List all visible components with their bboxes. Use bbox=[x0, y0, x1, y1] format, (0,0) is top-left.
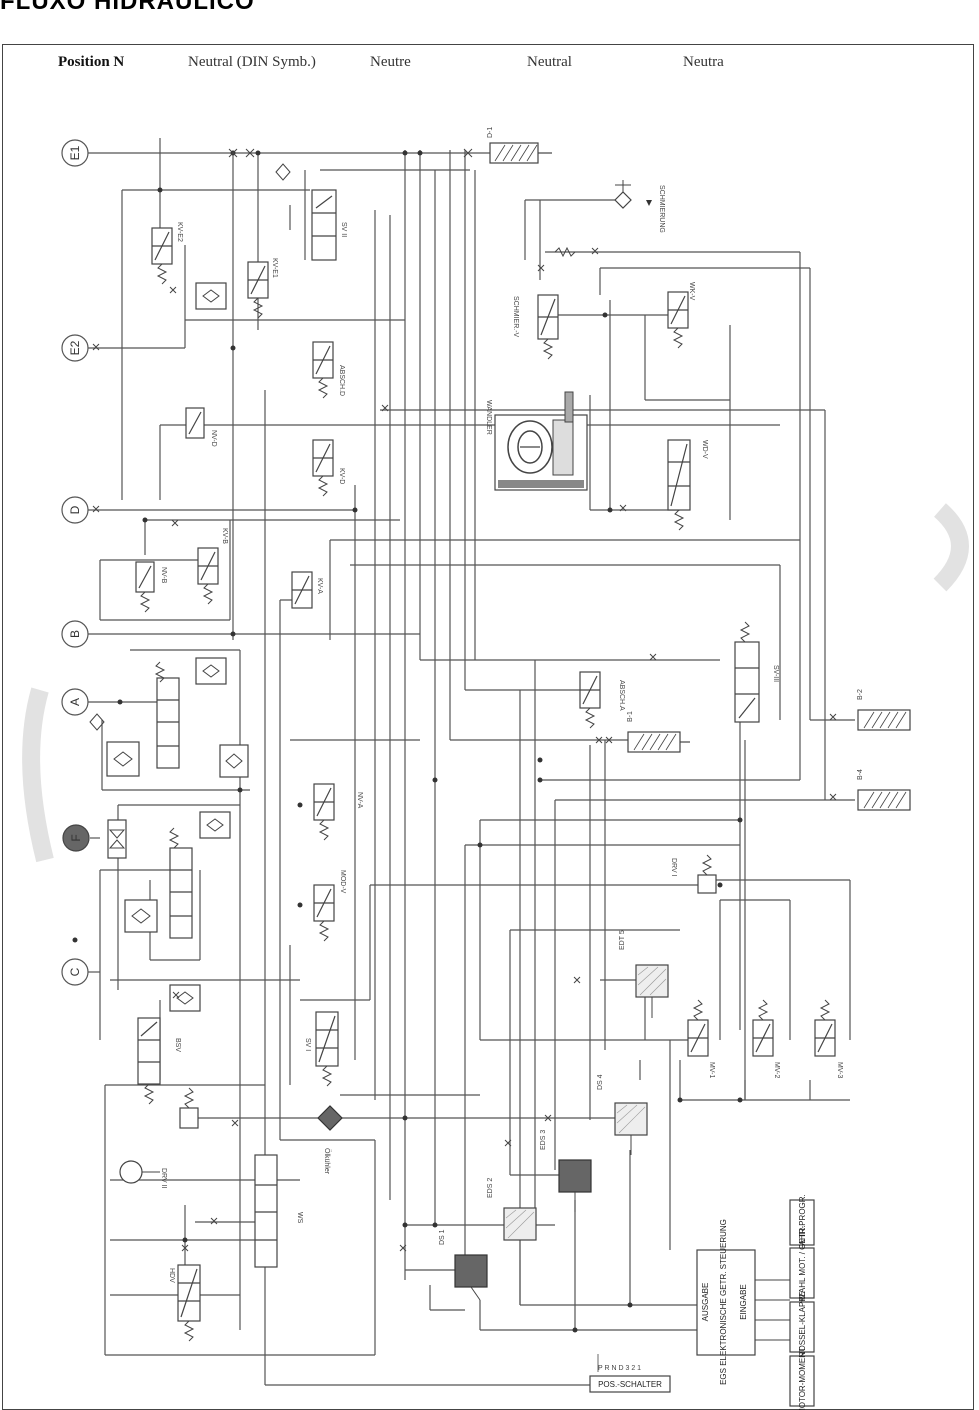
svg-text:SCHMIER.-V: SCHMIER.-V bbox=[512, 296, 519, 338]
input-fahr-progr: FAHR-PROGR. bbox=[798, 1194, 807, 1250]
egs-controller: AUSGABE EGS ELEKTRONISCHE GETR. STEUERUN… bbox=[696, 1219, 790, 1385]
pos-letters: P R N D 3 2 1 bbox=[598, 1365, 641, 1372]
schmierung-symbol: SCHMIERUNG bbox=[614, 180, 665, 233]
svg-text:ABSCH.D: ABSCH.D bbox=[338, 365, 345, 396]
page-title: FLUXO HIDRÁULICO bbox=[0, 0, 255, 15]
svg-text:POS.-SCHALTER: POS.-SCHALTER bbox=[598, 1380, 662, 1389]
port-f: F bbox=[62, 824, 90, 852]
svg-text:MOD-V: MOD-V bbox=[339, 870, 346, 894]
oil-cooler: Ölkühler bbox=[317, 1105, 343, 1175]
wandler-converter: WANDLER bbox=[485, 391, 588, 491]
controller-title: EGS ELEKTRONISCHE GETR. STEUERUNG bbox=[719, 1219, 728, 1385]
svg-text:NV-D: NV-D bbox=[210, 430, 217, 447]
header-neutral-din: Neutral (DIN Symb.) bbox=[188, 54, 316, 70]
port-e2: E2 bbox=[61, 334, 89, 362]
svg-text:WANDLER: WANDLER bbox=[485, 400, 492, 435]
svg-text:SV II: SV II bbox=[340, 222, 347, 237]
svg-text:SV-III: SV-III bbox=[772, 665, 779, 682]
svg-text:EDS 2: EDS 2 bbox=[487, 1178, 494, 1198]
svg-text:A: A bbox=[68, 698, 82, 706]
header-neutre: Neutre bbox=[370, 54, 411, 70]
svg-text:MV-3: MV-3 bbox=[836, 1062, 843, 1078]
junction-dots bbox=[72, 150, 743, 1333]
svg-text:KV-E2: KV-E2 bbox=[176, 222, 183, 242]
port-d: D bbox=[61, 496, 89, 524]
svg-text:NV-A: NV-A bbox=[356, 792, 363, 809]
eds-3: EDS 3 bbox=[540, 1130, 592, 1212]
ds-4: DS 4 bbox=[597, 1074, 648, 1155]
input-drossel-klappe: DROSSEL-KLAPPE bbox=[798, 1291, 807, 1363]
controller-ausgabe: AUSGABE bbox=[701, 1283, 710, 1322]
cylinders: D-1 B-1 B-2 bbox=[487, 127, 911, 811]
svg-text:B: B bbox=[68, 630, 82, 638]
svg-text:EDS 3: EDS 3 bbox=[540, 1130, 547, 1150]
pos-schalter: POS.-SCHALTER P R N D 3 2 1 bbox=[589, 1354, 671, 1393]
check-valve-symbols bbox=[89, 163, 291, 1005]
pressure-switches: EDT 5 DS 4 EDS 3 EDS 2 bbox=[439, 930, 669, 1301]
header-neutral: Neutral bbox=[527, 54, 572, 70]
port-a: A bbox=[61, 688, 89, 716]
svg-text:ABSCH.A: ABSCH.A bbox=[618, 680, 625, 711]
ds-1: DS 1 bbox=[439, 1229, 488, 1301]
port-c: C bbox=[61, 958, 89, 986]
hydraulic-lines bbox=[88, 138, 855, 1386]
svg-text:DS 1: DS 1 bbox=[439, 1229, 446, 1245]
cylinder-d1: D-1 bbox=[487, 127, 552, 164]
svg-text:E1: E1 bbox=[68, 145, 82, 160]
controller-inputs: FAHR-PROGR. DREHZAHL MOT. / GETR. DROSSE… bbox=[789, 1194, 815, 1410]
input-motor-moment: MOTOR-MOMENT bbox=[798, 1347, 807, 1410]
svg-text:B-2: B-2 bbox=[857, 689, 864, 700]
svg-text:WD-V: WD-V bbox=[701, 440, 708, 459]
component-labels: KV-E2 KV-E1 SV II ABSCH.D NV-D KV-D NV-B… bbox=[160, 222, 843, 1283]
svg-text:KV-E1: KV-E1 bbox=[271, 258, 278, 278]
cylinder-b4: B-4 bbox=[857, 769, 911, 811]
drv-ii-pump: DRV II bbox=[119, 1160, 167, 1189]
svg-text:DRV I: DRV I bbox=[670, 858, 677, 877]
controller-eingabe: EINGABE bbox=[739, 1284, 748, 1320]
orifice-markers bbox=[92, 148, 837, 1252]
watermark-arc bbox=[22, 503, 969, 863]
port-b: B bbox=[61, 620, 89, 648]
svg-text:SCHMIERUNG: SCHMIERUNG bbox=[658, 185, 665, 233]
svg-text:WK-V: WK-V bbox=[688, 282, 695, 301]
svg-text:B-4: B-4 bbox=[857, 769, 864, 780]
header-neutra: Neutra bbox=[683, 54, 724, 70]
header-position: Position N bbox=[58, 54, 125, 70]
svg-text:C: C bbox=[68, 967, 82, 976]
cylinder-b1: B-1 bbox=[627, 711, 690, 753]
svg-text:DS 4: DS 4 bbox=[597, 1074, 604, 1090]
svg-text:F: F bbox=[69, 834, 83, 841]
svg-text:D: D bbox=[68, 505, 82, 514]
svg-text:DRV II: DRV II bbox=[160, 1168, 167, 1189]
cylinder-b2: B-2 bbox=[857, 689, 911, 731]
svg-text:Ölkühler: Ölkühler bbox=[323, 1148, 331, 1175]
svg-text:NV-B: NV-B bbox=[160, 567, 167, 584]
svg-text:B-1: B-1 bbox=[627, 711, 634, 722]
svg-text:MV-2: MV-2 bbox=[773, 1062, 780, 1078]
svg-text:KV-D: KV-D bbox=[338, 468, 345, 484]
svg-text:SV I: SV I bbox=[304, 1038, 311, 1051]
springs bbox=[139, 246, 831, 1342]
svg-text:HDV: HDV bbox=[168, 1268, 175, 1283]
svg-text:EDT 5: EDT 5 bbox=[619, 930, 626, 950]
svg-text:D-1: D-1 bbox=[487, 127, 494, 138]
valves bbox=[106, 189, 836, 1322]
svg-text:MV-1: MV-1 bbox=[708, 1062, 715, 1078]
input-drehzahl: DREHZAHL MOT. / GETR. bbox=[798, 1225, 807, 1320]
svg-text:BSV: BSV bbox=[174, 1038, 181, 1052]
svg-text:KV-B: KV-B bbox=[221, 528, 228, 544]
svg-text:KV-A: KV-A bbox=[316, 578, 323, 594]
eds-2: EDS 2 bbox=[487, 1178, 537, 1260]
edt-5: EDT 5 bbox=[619, 930, 669, 1018]
svg-text:WS: WS bbox=[296, 1212, 303, 1224]
svg-text:E2: E2 bbox=[68, 340, 82, 355]
port-e1: E1 bbox=[61, 139, 89, 167]
